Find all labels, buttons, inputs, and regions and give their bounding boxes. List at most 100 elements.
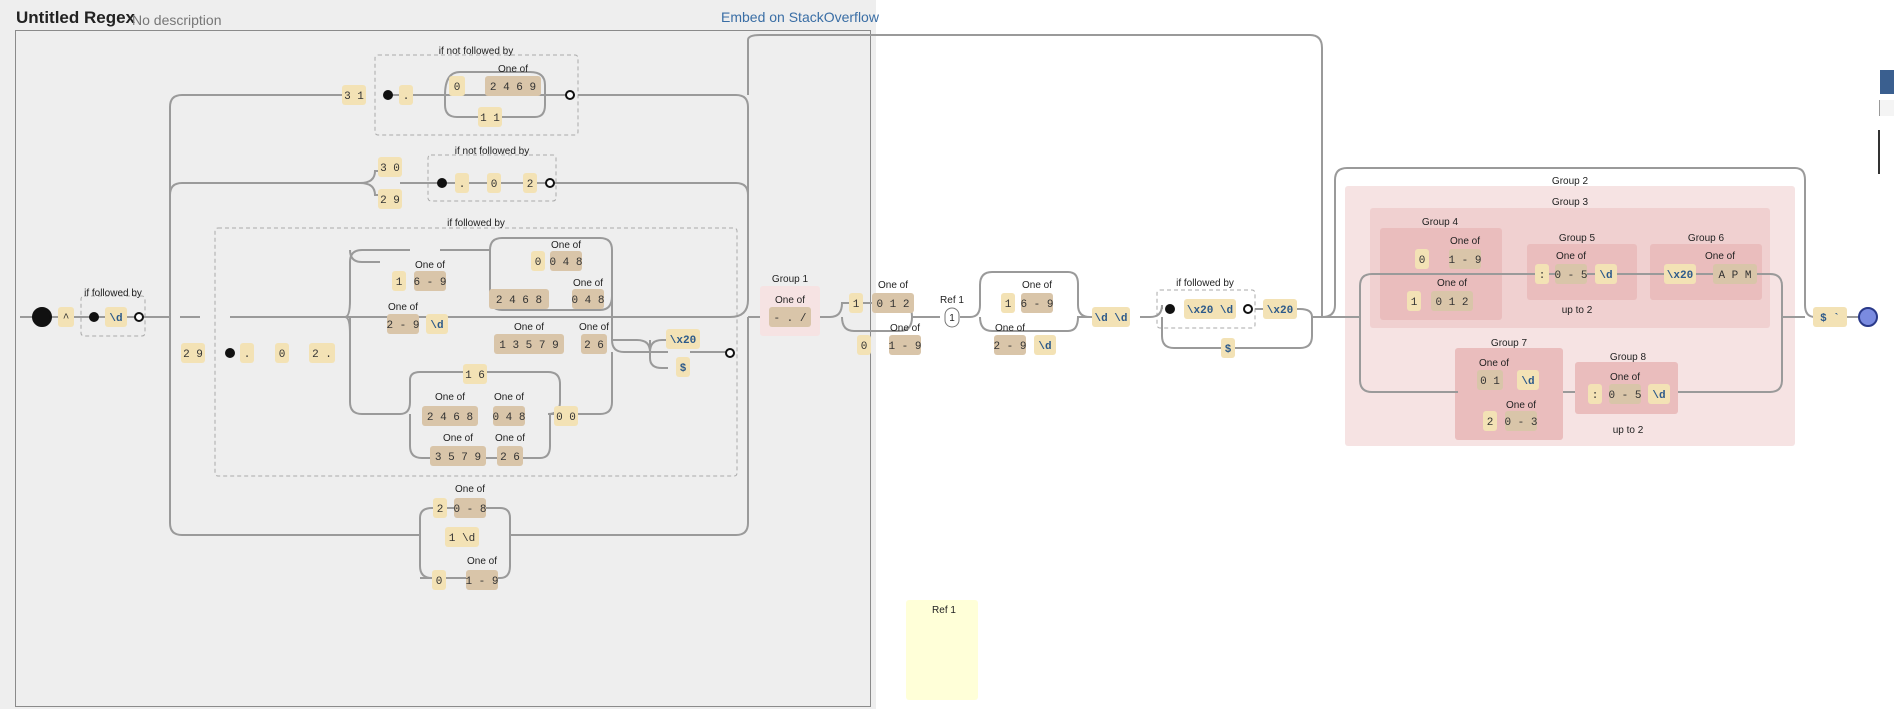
token-31: 3 1 (344, 91, 364, 103)
edge-field[interactable] (1878, 130, 1894, 174)
set-2468-token-2: 2 4 6 8 (427, 412, 473, 424)
lookahead-end-2 (725, 348, 735, 358)
wire (349, 237, 668, 353)
x20-token-3: \x20 (1667, 270, 1693, 282)
neg-lookahead-end-2 (545, 178, 555, 188)
two-token-box (523, 173, 537, 193)
lookahead-start-2 (225, 348, 235, 358)
range-05-token: 0 - 5 (1554, 270, 1587, 282)
dot-token: . (403, 91, 410, 103)
regex-title[interactable]: Untitled Regex (16, 8, 136, 27)
one-token-2-box (849, 293, 863, 313)
set-012-token-2-box (1431, 291, 1473, 311)
ref-1-highlight-label: Ref 1 (932, 605, 956, 616)
set-26-token-2: 2 6 (500, 452, 520, 464)
token-30-box (378, 157, 402, 177)
one-token: 1 (396, 277, 403, 289)
token-29b-box (378, 189, 402, 209)
one-of-label-8: One of (435, 392, 465, 403)
one-token-3-box (1001, 293, 1015, 313)
sep-set-token: - . / (773, 313, 806, 325)
group-7-label: Group 7 (1491, 338, 1528, 349)
group-3-label: Group 3 (1552, 197, 1589, 208)
regex-description[interactable]: No description (132, 12, 222, 28)
set-048-token-3: 0 4 8 (492, 412, 525, 424)
set-048-token-box (550, 251, 582, 271)
lookahead-end (134, 312, 144, 322)
token-16: 1 6 (465, 370, 485, 382)
one-token-4: 1 (1411, 297, 1418, 309)
range-19-token-2: 1 - 9 (888, 341, 921, 353)
caret-token: ^ (63, 313, 70, 325)
digit-token-5: \d (1521, 376, 1534, 388)
dot-token-3: . (244, 349, 251, 361)
end-node (1858, 307, 1878, 327)
edge-field[interactable] (1879, 100, 1894, 116)
lookahead-end-3 (1243, 304, 1253, 314)
up-to-2-label: up to 2 (1562, 305, 1593, 316)
set-2469-token: 2 4 6 9 (490, 82, 536, 94)
one-of-label-10: One of (443, 433, 473, 444)
range-05-token-box (1555, 264, 1587, 284)
colon-token-box (1535, 264, 1549, 284)
one-of-label-21: One of (1556, 251, 1586, 262)
dd-token-box (1092, 307, 1130, 327)
set-26-token-2-box (497, 446, 523, 466)
one-of-label-3: One of (388, 302, 418, 313)
two-token-2: 2 (437, 504, 444, 516)
range-69-token-box (414, 271, 446, 291)
group-6-box (1650, 244, 1762, 300)
zero-token-5: 0 (436, 576, 443, 588)
one-of-label-20: One of (1437, 278, 1467, 289)
dot-token-3-box (240, 343, 254, 363)
edge-button[interactable] (1880, 70, 1894, 94)
two-token-3: 2 (1487, 417, 1494, 429)
digit-token-4: \d (1599, 270, 1612, 282)
digit-token-2-box (426, 314, 448, 334)
digit-token-4-box (1595, 264, 1617, 284)
one-of-label-22: One of (1705, 251, 1735, 262)
up-to-2-label-2: up to 2 (1613, 425, 1644, 436)
lookahead-start (89, 312, 99, 322)
x20-token-box (666, 329, 700, 349)
neg-lookahead-start-2 (437, 178, 447, 188)
ref-1-highlight (906, 600, 978, 700)
ref-1-marker (944, 307, 960, 328)
zero-token-5-box (432, 570, 446, 590)
range-03-token-box (1505, 411, 1537, 431)
range-03-token: 0 - 3 (1504, 417, 1537, 429)
set-2468-token: 2 4 6 8 (496, 295, 542, 307)
zero-token-4-box (531, 251, 545, 271)
wire (300, 249, 410, 415)
group-8-label: Group 8 (1610, 352, 1647, 363)
two-dot-token-box (309, 343, 335, 363)
one-of-label-19: One of (1450, 236, 1480, 247)
set-2469-token-box (485, 76, 541, 96)
set-048-token-2-box (572, 289, 604, 309)
range-29-token: 2 - 9 (386, 320, 419, 332)
zero-token-3-box (275, 343, 289, 363)
embed-stackoverflow-link[interactable]: Embed on StackOverflow (721, 9, 879, 25)
two-token-2-box (433, 498, 447, 518)
zero-token-6-box (857, 335, 871, 355)
set-2468-token-2-box (422, 406, 478, 426)
wire (1140, 304, 1322, 349)
token-29-box (181, 343, 205, 363)
one-token-box (392, 271, 406, 291)
set-01-token-box (1477, 370, 1503, 390)
range-69-token-2-box (1021, 293, 1053, 313)
range-69-token-2: 6 - 9 (1020, 299, 1053, 311)
dot-token-2: . (459, 179, 466, 191)
digit-token-6: \d (1652, 390, 1665, 402)
digit-token: \d (109, 313, 122, 325)
x20-token-2: \x20 (1267, 305, 1293, 317)
dollar-token-2-box (1221, 338, 1235, 358)
wire (747, 34, 1345, 318)
digit-token-5-box (1517, 370, 1539, 390)
if-not-followed-by-label-2: if not followed by (455, 146, 530, 157)
wire (150, 94, 420, 536)
ref-1-label: Ref 1 (940, 295, 964, 306)
token-16-box (463, 364, 487, 384)
x20-d-token-box (1184, 299, 1236, 319)
